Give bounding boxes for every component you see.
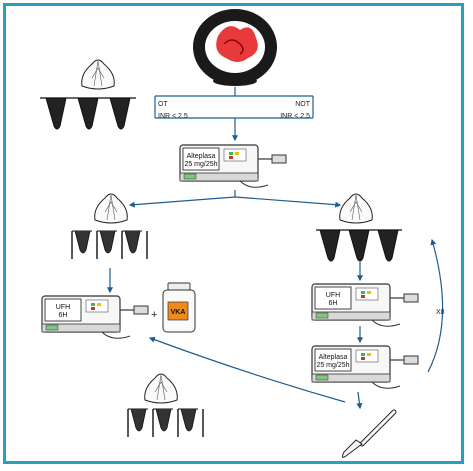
pump-top-line1: Alteplasa (187, 153, 216, 160)
obstructed-valve-group-right (316, 229, 402, 262)
repeat-label: X8 (436, 309, 445, 316)
arrow-to-left-branch (128, 196, 236, 208)
branch-ot-inr-label: INR < 2.5 (158, 113, 188, 120)
normal-valve-group-left (71, 230, 148, 260)
infusion-pump-icon: UFH 6H (311, 283, 419, 327)
arrow-to-scalpel (356, 391, 363, 410)
repeat-loop-arrow (427, 238, 444, 373)
tricuspid-valve-icon (339, 193, 373, 224)
infusion-pump-icon: Alteplasa 25 mg/25h (179, 144, 287, 188)
pump-right-lower-line1: Alteplasa (319, 354, 348, 361)
tricuspid-valve-icon (81, 59, 115, 90)
arrow-to-right-branch (234, 196, 342, 208)
thrombus-valve-icon (193, 9, 277, 86)
pump-left-line1: UFH (56, 304, 70, 311)
branch-not-inr-label: INR < 2.5 (280, 113, 310, 120)
branch-not-label: NOT (295, 101, 311, 108)
plus-sign: + (151, 309, 157, 321)
scalpel-icon (341, 409, 397, 458)
tricuspid-valve-icon (144, 373, 178, 404)
normal-valve-group-bottom (127, 408, 204, 438)
vka-bottle-icon: VKA (162, 282, 196, 333)
arrow-back-to-left-pump (148, 336, 346, 403)
pump-left-line2: 6H (59, 312, 68, 319)
pump-right-upper-line2: 6H (329, 300, 338, 307)
vka-label: VKA (171, 309, 186, 316)
pump-top-line2: 25 mg/25h (184, 161, 217, 168)
infusion-pump-icon: Alteplasa 25 mg/25h (311, 345, 419, 389)
branch-ot-label: OT (158, 101, 168, 108)
tricuspid-valve-icon (94, 193, 128, 224)
pump-right-upper-line1: UFH (326, 292, 340, 299)
infusion-pump-icon: UFH 6H (41, 295, 149, 339)
obstructed-valve-group-top-left (40, 97, 136, 130)
pump-right-lower-line2: 25 mg/25h (316, 362, 349, 369)
diagram-frame (3, 3, 464, 464)
